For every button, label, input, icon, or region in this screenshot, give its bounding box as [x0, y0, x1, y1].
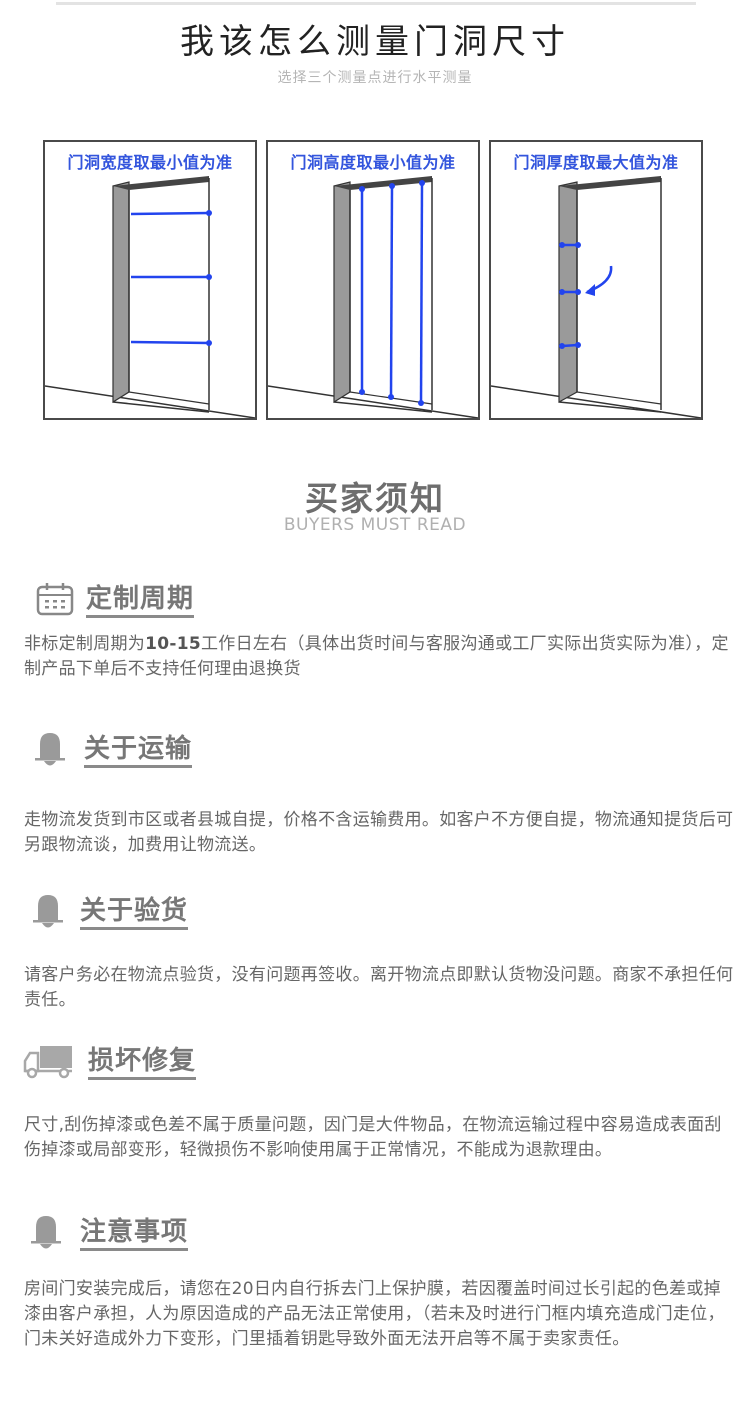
- section-heading-label: 定制周期: [86, 584, 195, 618]
- body-text: 工作日左右（具体出货时间与客服沟通或工厂实际出货实际为准），定制产品下单后不支持…: [24, 634, 729, 679]
- panel-title: 门洞高度取最小值为准: [290, 153, 456, 172]
- body-highlight: 10-15: [145, 634, 201, 654]
- door-width-diagram: [45, 176, 255, 418]
- section-heading-damage-repair: 损坏修复: [22, 1043, 197, 1083]
- diagram-panel-thickness: 门洞厚度取最大值为准: [489, 140, 703, 420]
- panel-title: 门洞宽度取最小值为准: [67, 153, 233, 172]
- section-heading-shipping: 关于运输: [34, 730, 193, 772]
- calendar-icon: [36, 582, 74, 620]
- page-subtitle: 选择三个测量点进行水平测量: [277, 70, 473, 86]
- diagram-panel-height: 门洞高度取最小值为准: [266, 140, 480, 420]
- section-body-custom-period: 非标定制周期为10-15工作日左右（具体出货时间与客服沟通或工厂实际出货实际为准…: [24, 632, 736, 682]
- page-title: 我该怎么测量门洞尺寸: [180, 22, 570, 62]
- door-height-diagram: [268, 176, 478, 418]
- bell-icon: [32, 892, 64, 934]
- section-heading-label: 关于验货: [80, 896, 189, 930]
- section-body-notes: 房间门安装完成后，请您在20日内自行拆去门上保护膜，若因覆盖时间过长引起的色差或…: [24, 1279, 725, 1349]
- bell-icon: [30, 1213, 62, 1255]
- diagram-panel-width: 门洞宽度取最小值为准: [43, 140, 257, 420]
- section-heading-notes: 注意事项: [30, 1213, 189, 1255]
- section-heading-label: 损坏修复: [88, 1046, 197, 1080]
- section-body-shipping: 走物流发货到市区或者县城自提，价格不含运输费用。如客户不方便自提，物流通知提货后…: [24, 810, 734, 855]
- section-body-damage-repair: 尺寸,刮伤掉漆或色差不属于质量问题，因门是大件物品，在物流运输过程中容易造成表面…: [24, 1115, 722, 1160]
- bell-icon: [34, 730, 66, 772]
- body-text: 非标定制周期为: [24, 634, 146, 654]
- notice-subtitle: BUYERS MUST READ: [283, 515, 467, 535]
- section-heading-label: 关于运输: [84, 734, 193, 768]
- panel-title: 门洞厚度取最大值为准: [513, 153, 679, 172]
- section-body-inspection: 请客户务必在物流点验货，没有问题再签收。离开物流点即默认货物没问题。商家不承担任…: [24, 965, 734, 1010]
- section-heading-inspection: 关于验货: [32, 892, 189, 934]
- truck-icon: [22, 1043, 74, 1083]
- top-divider: [56, 2, 696, 5]
- section-heading-label: 注意事项: [80, 1217, 189, 1251]
- notice-title: 买家须知: [305, 479, 445, 518]
- section-heading-custom-period: 定制周期: [36, 582, 195, 620]
- door-thickness-diagram: [491, 176, 701, 418]
